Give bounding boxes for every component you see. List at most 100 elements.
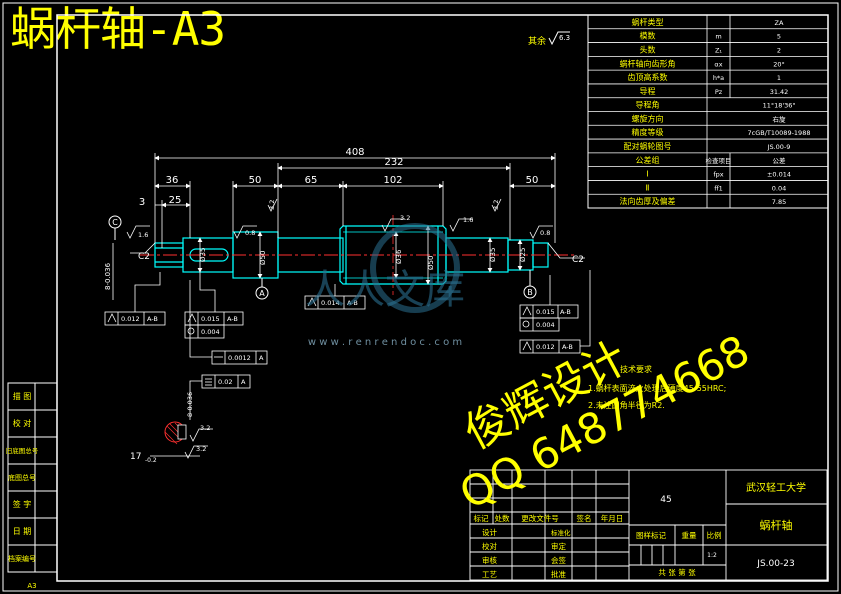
watermark-brand: 人人文库 — [305, 267, 465, 313]
chamfer-right: C2 — [572, 255, 584, 265]
mid-row-2: 审定 — [551, 541, 566, 551]
stage-hdr-2: 重量 — [682, 531, 697, 540]
hdr-1: 标记 — [474, 513, 489, 523]
param-value: 20° — [773, 60, 785, 68]
sidebar-label: 校 对 — [13, 418, 32, 428]
param-value: 11°18'36" — [763, 102, 796, 110]
mid-row-1: 标准化 — [551, 528, 571, 537]
param-symbol: Pz — [715, 88, 723, 96]
fcf-2-val: 0.015 — [201, 315, 220, 323]
fcf-3-val: 0.004 — [201, 328, 220, 336]
param-symbol: 检查项目 — [706, 156, 732, 165]
hdr-5: 年月日 — [601, 513, 624, 523]
datum-markers: C A B — [108, 215, 537, 300]
fcf-7-ref: A-B — [560, 308, 571, 316]
dimension-lines — [112, 153, 585, 300]
rough-9: 3.2 — [196, 445, 206, 453]
fcf-6-val: 0.02 — [218, 378, 232, 386]
fcf-5-val: 0.0012 — [228, 354, 251, 362]
param-symbol: ff1 — [714, 184, 723, 192]
param-value: JS.00-9 — [767, 143, 791, 151]
dia-c: Ø36 — [395, 249, 403, 264]
sidebar-label: 签 字 — [13, 499, 32, 509]
dim-102: 102 — [383, 175, 402, 186]
param-label: 精度等级 — [632, 127, 664, 137]
param-value: 7.85 — [772, 198, 786, 206]
title-block-text: 45 武汉轻工大学 蜗杆轴 JS.00-23 1:2 共 张 第 张 图样标记 … — [474, 481, 807, 579]
param-label: 导程 — [640, 87, 656, 96]
title-block — [469, 469, 828, 581]
notes-title: 技术要求 — [620, 364, 652, 374]
param-value: 7cGB/T10089-1988 — [748, 129, 811, 137]
hdr-2: 处数 — [495, 513, 510, 523]
key-width: 8-0.036 — [186, 392, 194, 417]
fcf-8-val: 0.004 — [536, 321, 555, 329]
param-label: 配对蜗轮图号 — [624, 141, 672, 151]
fcf-4-ref: A-B — [347, 299, 358, 307]
param-symbol: m — [715, 33, 721, 41]
dim-36: 36 — [166, 175, 179, 186]
param-value: 31.42 — [770, 88, 789, 96]
rough-7: 0.8 — [540, 229, 550, 237]
key-depth: 17 — [130, 452, 141, 462]
datum-a: A — [259, 289, 265, 298]
material: 45 — [660, 495, 671, 505]
left-row-4: 工艺 — [482, 570, 497, 579]
roughness-symbols — [126, 198, 553, 459]
fcf-9-ref: A-B — [562, 343, 573, 351]
technical-notes: 技术要求 1.蜗杆表面淬火处理后硬度45-55HRC; 2.未注圆角半径为R2. — [588, 364, 726, 410]
param-label: 导程角 — [636, 100, 660, 110]
dia-e: Ø25 — [519, 248, 527, 262]
dia-b: Ø50 — [259, 251, 267, 265]
mid-row-3: 会签 — [551, 555, 566, 565]
rough-2: 0.8 — [245, 229, 255, 237]
param-value: 右旋 — [773, 114, 787, 123]
fcf-1-ref: A-B — [147, 315, 158, 323]
sidebar-label: 档案编号 — [8, 554, 36, 563]
left-row-2: 校对 — [482, 541, 497, 551]
rough-4: 3.2 — [400, 214, 410, 222]
notes-line-2: 2.未注圆角半径为R2. — [588, 400, 665, 410]
mid-row-4: 批准 — [551, 569, 566, 579]
rough-1: 1.6 — [138, 231, 148, 239]
dim-65: 65 — [305, 175, 318, 186]
school-name: 武汉轻工大学 — [746, 481, 806, 494]
hdr-4: 签名 — [577, 513, 592, 523]
watermark-url: w w w . r e n r e n d o c . c o m — [308, 337, 462, 348]
sidebar-label: 底图总号 — [8, 473, 36, 482]
param-value: ±0.014 — [767, 171, 791, 179]
scale-value: 1:2 — [707, 552, 717, 559]
dim-25: 25 — [169, 195, 182, 206]
param-value: 5 — [777, 33, 781, 41]
rough-8: 3.2 — [200, 424, 210, 432]
param-label: 蜗杆轴向齿形角 — [620, 58, 676, 68]
rough-6: 3.2 — [492, 200, 500, 210]
fcf-7-val: 0.015 — [536, 308, 555, 316]
diameter-texts: 8-0.036 Ø35 Ø50 Ø36 Ø50 Ø35 Ø25 — [104, 248, 527, 290]
param-symbol: h*a — [713, 74, 724, 82]
dim-232: 232 — [384, 157, 403, 168]
param-value: ZA — [775, 19, 784, 27]
rough-3: 3.2 — [268, 200, 276, 210]
key-depth-dev: -0.2 — [145, 457, 157, 464]
stage-hdr-3: 比例 — [707, 530, 722, 540]
datum-c: C — [112, 218, 118, 227]
param-value: 0.04 — [772, 184, 786, 192]
param-value: 公差 — [773, 156, 787, 165]
drawing-title: 蜗杆轴-A3 — [10, 2, 226, 56]
fcf-9-val: 0.012 — [536, 343, 555, 351]
fcf-2-ref: A-B — [227, 315, 238, 323]
dimension-texts: 408 232 36 50 65 102 50 3 25 C2 C2 — [138, 147, 584, 265]
fcf-4-val: 0.014 — [321, 299, 340, 307]
corner-label: A3 — [27, 582, 36, 590]
left-row-1: 设计 — [482, 527, 497, 537]
param-symbol: fpx — [713, 171, 723, 179]
param-symbol: Z₁ — [715, 46, 722, 54]
dia-worm: Ø50 — [427, 256, 435, 270]
dia-d: Ø35 — [489, 248, 497, 262]
param-value: 2 — [777, 46, 781, 54]
param-label: 公差组 — [636, 155, 660, 165]
